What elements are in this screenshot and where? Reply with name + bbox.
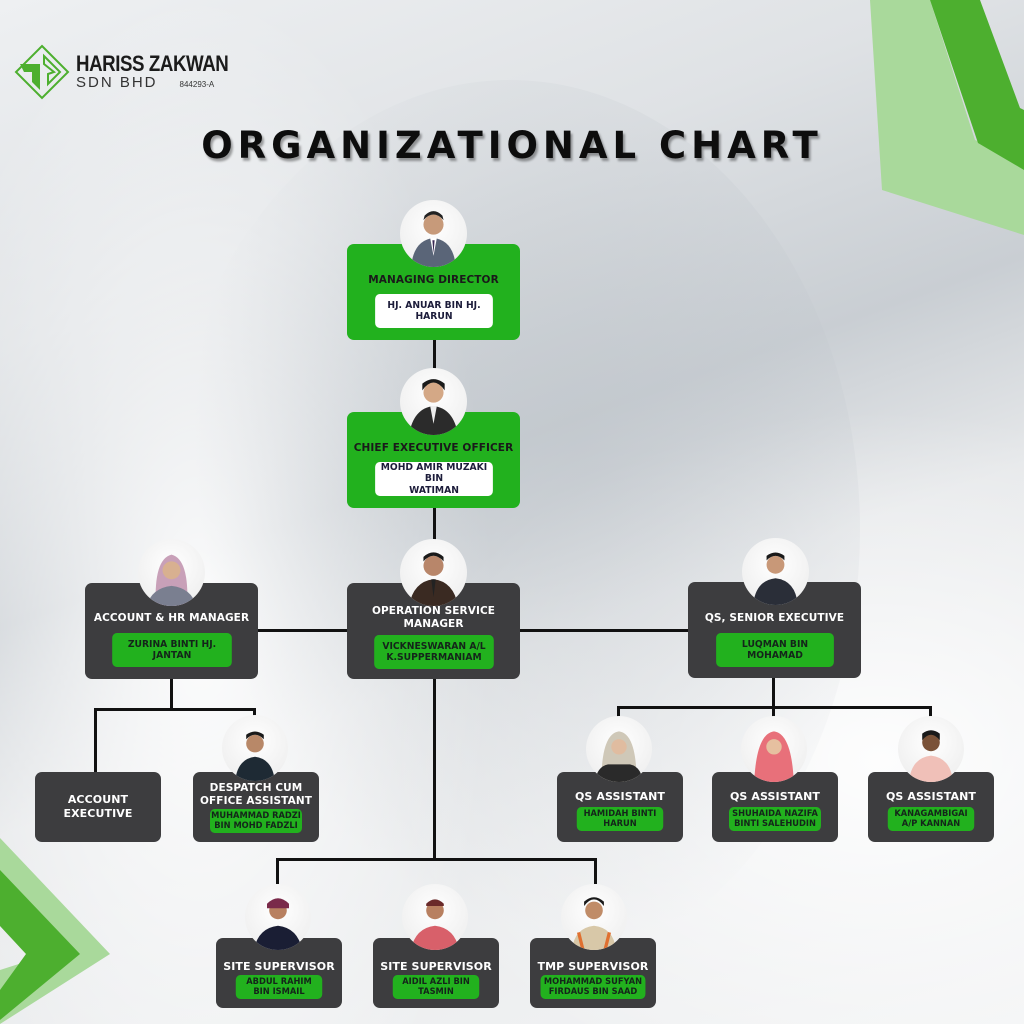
avatar-tmp-supervisor (561, 884, 627, 950)
role-label: SITE SUPERVISOR (223, 960, 335, 973)
avatar-despatch-office-assistant (222, 715, 288, 781)
connector-to-account-exec (94, 708, 97, 772)
company-registration: 844293-A (179, 80, 215, 89)
avatar-qs-assistant-1 (586, 716, 652, 782)
company-suffix: SDN BHD (76, 74, 158, 91)
avatar-qs-senior-executive (742, 538, 809, 605)
name-box: VICKNESWARAN A/L K.SUPPERMANIAM (373, 635, 494, 669)
avatar-qs-assistant-3 (898, 716, 964, 782)
role-label: OPERATION SERVICE MANAGER (371, 605, 496, 630)
name-box: SHUHAIDA NAZIFA BINTI SALEHUDIN (729, 807, 821, 831)
connector-osm-qs (520, 629, 688, 632)
connector-hr-branch (94, 708, 256, 711)
name-box: MOHAMMAD SUFYAN FIRDAUS BIN SAAD (540, 975, 646, 999)
role-label: QS, SENIOR EXECUTIVE (704, 612, 845, 624)
connector-supervisor-branch (276, 858, 596, 861)
name-box: KANAGAMBIGAI A/P KANNAN (887, 807, 975, 831)
avatar-qs-assistant-2 (741, 716, 807, 782)
node-qs-assistant-1[interactable]: QS ASSISTANT HAMIDAH BINTI HARUN (557, 772, 683, 842)
node-qs-assistant-3[interactable]: QS ASSISTANT KANAGAMBIGAI A/P KANNAN (868, 772, 994, 842)
role-label: MANAGING DIRECTOR (368, 274, 499, 286)
name-box: MUHAMMAD RADZI BIN MOHD FADZLI (210, 809, 302, 833)
role-label: SITE SUPERVISOR (380, 960, 492, 973)
hz-diamond-logo-icon (14, 44, 70, 100)
role-label: QS ASSISTANT (729, 790, 821, 803)
name-box: MOHD AMIR MUZAKI BIN WATIMAN (374, 462, 493, 496)
name-box: LUQMAN BIN MOHAMAD (715, 633, 834, 667)
node-account-executive[interactable]: ACCOUNT EXECUTIVE (35, 772, 161, 842)
connector-to-tmp (594, 858, 597, 884)
role-label: DESPATCH CUM OFFICE ASSISTANT (200, 782, 312, 807)
avatar-ceo (400, 368, 467, 435)
chart-title: ORGANIZATIONAL CHART (201, 124, 823, 167)
connector-to-site1 (276, 858, 279, 884)
connector-to-qs2 (772, 706, 775, 720)
node-qs-senior-executive[interactable]: QS, SENIOR EXECUTIVE LUQMAN BIN MOHAMAD (688, 582, 861, 678)
name-box: ZURINA BINTI HJ. JANTAN (111, 633, 232, 667)
avatar-account-hr-manager (138, 539, 205, 606)
avatar-operation-service-manager (400, 539, 467, 606)
connector-qs-down (772, 678, 775, 708)
role-label: QS ASSISTANT (885, 790, 977, 803)
connector-hr-down (170, 679, 173, 709)
company-name: HARISS ZAKWAN (76, 51, 229, 76)
connector-to-qs1 (617, 706, 620, 722)
role-label: CHIEF EXECUTIVE OFFICER (353, 442, 514, 454)
avatar-site-supervisor-1 (245, 884, 311, 950)
name-box: HJ. ANUAR BIN HJ. HARUN (374, 294, 493, 328)
connector-to-qs3 (929, 706, 932, 722)
company-logo: HARISS ZAKWAN SDN BHD 844293-A (14, 44, 255, 100)
bottom-left-chevron-decoration (0, 838, 110, 1024)
node-qs-assistant-2[interactable]: QS ASSISTANT SHUHAIDA NAZIFA BINTI SALEH… (712, 772, 838, 842)
node-despatch-office-assistant[interactable]: DESPATCH CUM OFFICE ASSISTANT MUHAMMAD R… (193, 772, 319, 842)
role-label: ACCOUNT EXECUTIVE (63, 793, 133, 820)
connector-osm-down (433, 679, 436, 859)
role-label: QS ASSISTANT (574, 790, 666, 803)
role-label: ACCOUNT & HR MANAGER (93, 612, 250, 624)
avatar-managing-director (400, 200, 467, 267)
avatar-site-supervisor-2 (402, 884, 468, 950)
name-box: AIDIL AZLI BIN TASMIN (392, 975, 480, 999)
name-box: ABDUL RAHIM BIN ISMAIL (235, 975, 323, 999)
name-box: HAMIDAH BINTI HARUN (576, 807, 664, 831)
connector-ceo-osm (433, 508, 436, 550)
role-label: TMP SUPERVISOR (537, 960, 649, 973)
top-right-chevron-decoration (870, 0, 1024, 235)
background-swoosh (160, 80, 860, 980)
connector-hr-osm (258, 629, 348, 632)
node-site-supervisor-2[interactable]: SITE SUPERVISOR AIDIL AZLI BIN TASMIN (373, 938, 499, 1008)
